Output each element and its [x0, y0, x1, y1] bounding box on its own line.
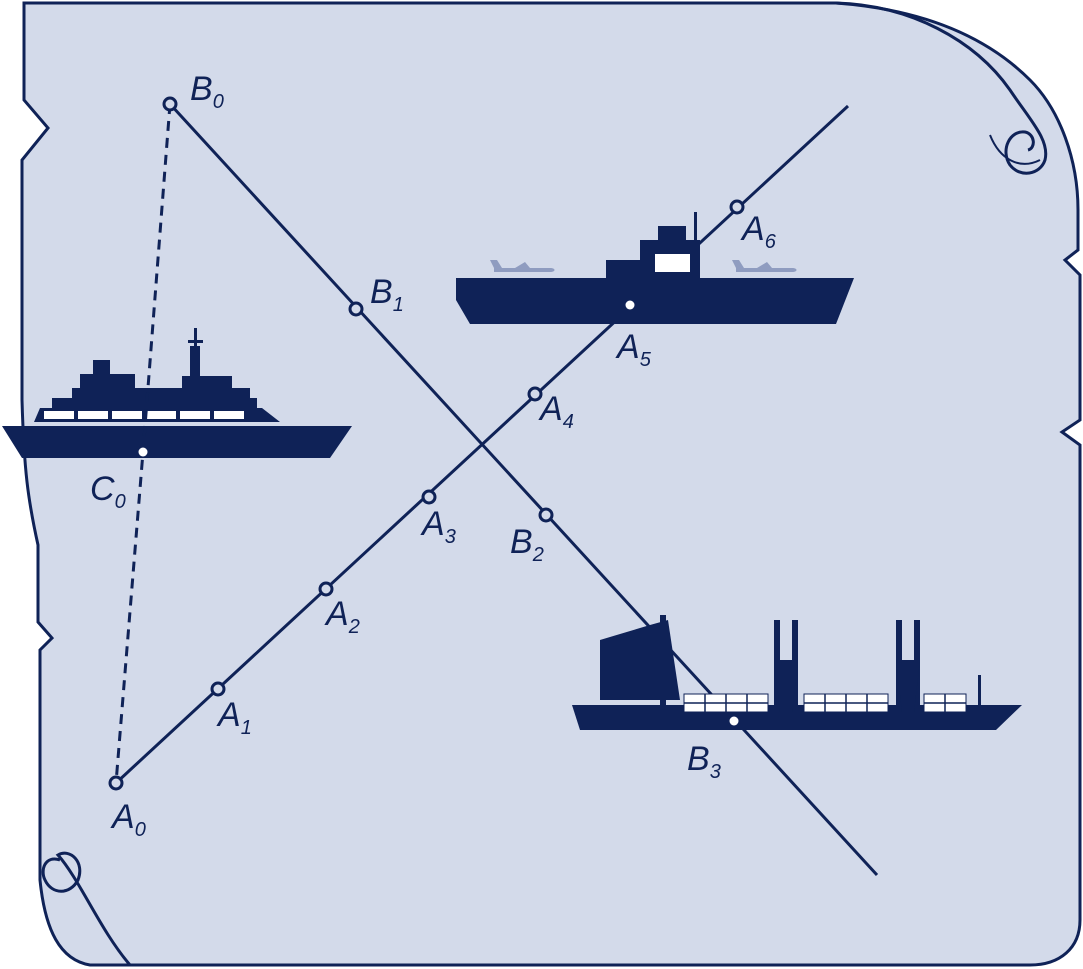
label-subscript: 0: [115, 491, 126, 513]
label-subscript: 3: [710, 761, 721, 783]
label-subscript: 0: [135, 819, 146, 841]
label-subscript: 2: [348, 616, 360, 638]
point-a1: [210, 681, 226, 697]
aircraft-carrier-icon: [456, 212, 854, 324]
point-c0: [138, 447, 148, 457]
label-letter: B: [370, 273, 393, 311]
label-subscript: 2: [532, 544, 544, 566]
label-a2: A2: [324, 595, 360, 638]
point-b0: [162, 96, 178, 112]
label-a1: A1: [216, 696, 252, 739]
airplane-icon: [490, 260, 555, 272]
label-letter: B: [687, 740, 710, 778]
point-a4: [527, 386, 543, 402]
label-subscript: 0: [213, 91, 224, 113]
label-letter: C: [90, 470, 115, 508]
label-subscript: 3: [445, 526, 456, 548]
label-b1: B1: [370, 273, 404, 316]
label-letter: A: [216, 696, 241, 734]
point-a6: [729, 199, 745, 215]
label-b3: B3: [687, 740, 721, 783]
label-letter: A: [110, 798, 135, 836]
point-a3: [421, 489, 437, 505]
point-b3: [729, 716, 739, 726]
label-subscript: 1: [393, 294, 404, 316]
point-a2: [318, 581, 334, 597]
label-a5: A5: [615, 328, 652, 371]
line-a: [114, 104, 850, 785]
scroll-curl-top: [835, 1, 1048, 175]
label-b2: B2: [510, 523, 544, 566]
scroll-paper-icon: [20, 1, 1082, 967]
point-b2: [538, 507, 554, 523]
point-b1: [348, 301, 364, 317]
label-subscript: 6: [765, 231, 777, 253]
label-a3: A3: [420, 505, 456, 548]
label-letter: B: [510, 523, 533, 561]
label-a0: A0: [110, 798, 146, 841]
paper-sheet: [20, 1, 1082, 967]
label-letter: A: [324, 595, 349, 633]
passenger-ship-icon: [2, 328, 352, 458]
label-letter: A: [420, 505, 445, 543]
label-subscript: 5: [640, 349, 652, 371]
label-b0: B0: [190, 70, 224, 113]
point-a5: [625, 300, 635, 310]
cargo-ship-icon: [572, 615, 1022, 730]
label-c0: C0: [90, 470, 126, 513]
label-letter: A: [740, 210, 765, 248]
label-a6: A6: [740, 210, 777, 253]
points-layer: [108, 96, 745, 791]
label-subscript: 4: [563, 411, 574, 433]
label-letter: A: [615, 328, 640, 366]
scroll-curl-bottom: [41, 851, 132, 966]
scroll-curl-top-inner: [989, 134, 1041, 165]
airplane-icon: [732, 260, 797, 272]
point-a0: [108, 775, 124, 791]
line-b: [168, 102, 879, 877]
label-letter: A: [538, 390, 563, 428]
label-letter: B: [190, 70, 213, 108]
label-subscript: 1: [241, 717, 252, 739]
label-a4: A4: [538, 390, 574, 433]
